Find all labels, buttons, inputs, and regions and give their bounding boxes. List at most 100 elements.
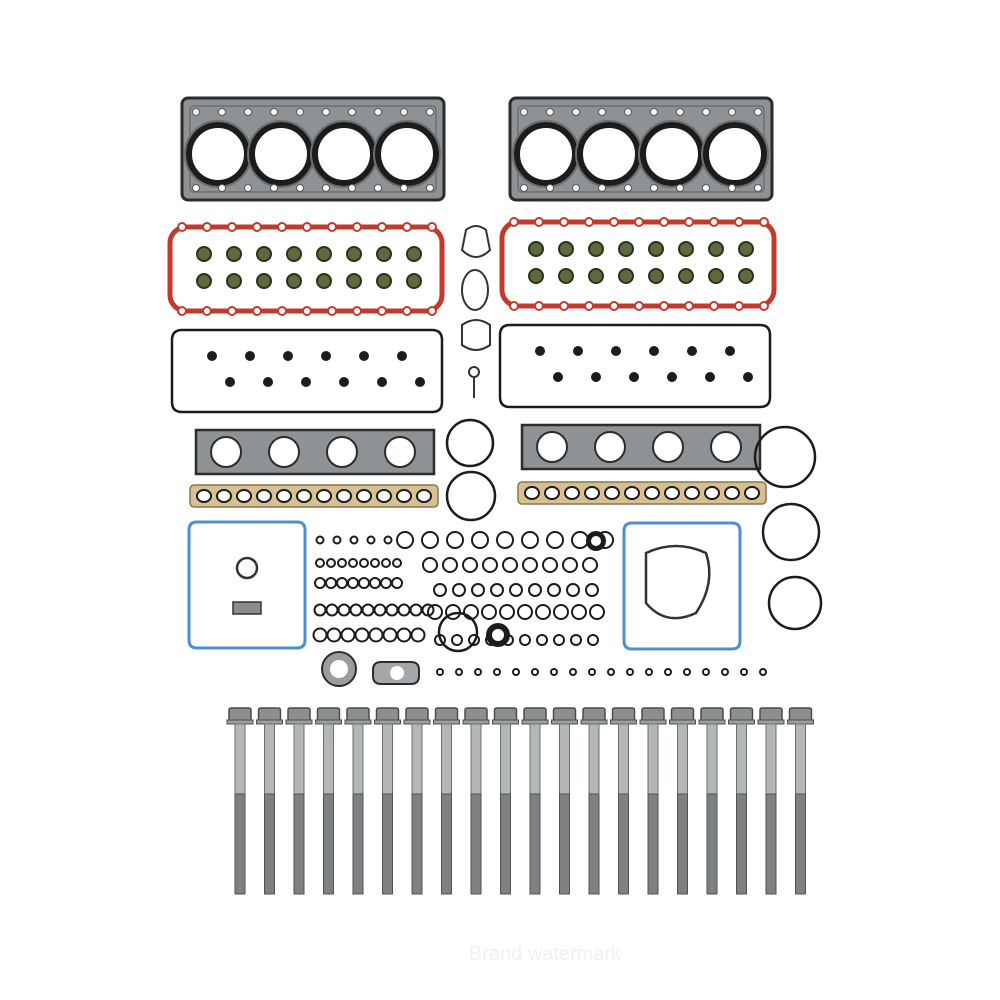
o-ring: [315, 535, 325, 545]
o-ring: [536, 634, 548, 646]
manifold-plate: [194, 428, 436, 476]
cover-grommet: [263, 377, 273, 387]
bolt-hole: [546, 184, 554, 192]
o-ring: [462, 557, 478, 573]
valve-stem-seal: [588, 268, 604, 284]
seal-tab: [659, 217, 669, 227]
bolt-flange: [285, 719, 313, 725]
o-ring: [349, 535, 359, 545]
o-ring: [396, 627, 412, 643]
seal-tab: [559, 301, 569, 311]
large-o-ring: [767, 575, 823, 631]
seal-tab: [352, 306, 362, 316]
seal-tab: [559, 217, 569, 227]
bolt-thread: [234, 793, 246, 895]
cover-grommet: [725, 346, 735, 356]
seal-tab: [402, 306, 412, 316]
bolt-flange: [669, 719, 696, 725]
flange-gasket: [232, 601, 262, 615]
seal-tab: [352, 222, 362, 232]
head-bolt: [757, 707, 785, 895]
intake-port: [416, 489, 432, 503]
cover-grommet: [415, 377, 425, 387]
o-ring: [437, 611, 479, 653]
seal-tab: [734, 301, 744, 311]
bolt-hole: [322, 108, 330, 116]
o-ring: [382, 627, 398, 643]
bolt-flange: [462, 719, 490, 725]
small-gasket: [468, 366, 480, 378]
o-ring: [571, 604, 587, 620]
bolt-hole: [624, 108, 632, 116]
bolt-shank: [647, 723, 659, 795]
seal-tab: [584, 301, 594, 311]
large-o-ring: [445, 418, 495, 468]
seal-tab: [734, 217, 744, 227]
valve-stem-seal: [376, 273, 392, 289]
bolt-hole: [728, 108, 736, 116]
cover-grommet: [339, 377, 349, 387]
seal-tab: [202, 222, 212, 232]
bolt-flange: [580, 719, 608, 725]
valve-stem-seal: [316, 246, 332, 262]
seal-tab: [684, 217, 694, 227]
cover-grommet: [649, 346, 659, 356]
valve-stem-seal: [558, 241, 574, 257]
cover-grommet: [301, 377, 311, 387]
center-small-gaskets: [460, 225, 492, 398]
bolt-shank: [677, 723, 688, 795]
valve-stem-seal: [648, 241, 664, 257]
bolt-hole: [244, 184, 252, 192]
o-ring: [383, 535, 393, 545]
o-ring: [433, 583, 447, 597]
o-ring: [422, 557, 438, 573]
bolt-hole: [296, 184, 304, 192]
valve-stem-seal: [738, 268, 754, 284]
egr-port: [390, 666, 404, 680]
o-ring: [519, 634, 531, 646]
cover-grommet: [245, 351, 255, 361]
valve-stem-seal: [618, 268, 634, 284]
seal-tab: [427, 306, 437, 316]
bolt-thread: [352, 793, 364, 895]
intake-gasket-right: [517, 481, 767, 505]
small-gasket: [461, 319, 491, 351]
bolt-hole: [572, 108, 580, 116]
bolt-flange: [728, 719, 755, 725]
head-bolt: [226, 707, 254, 895]
seal-tab: [277, 306, 287, 316]
valve-cover-seal: [167, 224, 445, 314]
seal-tab: [327, 306, 337, 316]
o-ring: [607, 668, 615, 676]
valve-stem-seal: [708, 241, 724, 257]
cover-grommet: [591, 372, 601, 382]
bolt-hole: [270, 108, 278, 116]
o-ring: [368, 627, 384, 643]
head-bolt: [580, 707, 608, 895]
valve-stem-seal: [286, 273, 302, 289]
valve-stem-seal: [618, 241, 634, 257]
intake-port: [276, 489, 292, 503]
o-ring: [664, 668, 672, 676]
o-ring: [585, 583, 599, 597]
seal-tab: [509, 217, 519, 227]
o-ring: [325, 577, 337, 589]
head-bolt: [492, 707, 519, 895]
seal-tab: [509, 301, 519, 311]
head-bolts: [226, 707, 814, 895]
intake-port: [376, 489, 392, 503]
valve-stem-seal: [406, 273, 422, 289]
cover-grommet: [283, 351, 293, 361]
o-ring: [528, 583, 542, 597]
o-ring: [410, 627, 426, 643]
bolt-thread: [441, 793, 452, 895]
intake-strip: [517, 481, 767, 505]
bolt-shank: [795, 723, 806, 795]
intake-port: [216, 489, 232, 503]
intake-gasket-left: [189, 484, 439, 508]
bolt-hole: [598, 184, 606, 192]
bolt-hole: [218, 108, 226, 116]
o-ring: [546, 531, 564, 549]
